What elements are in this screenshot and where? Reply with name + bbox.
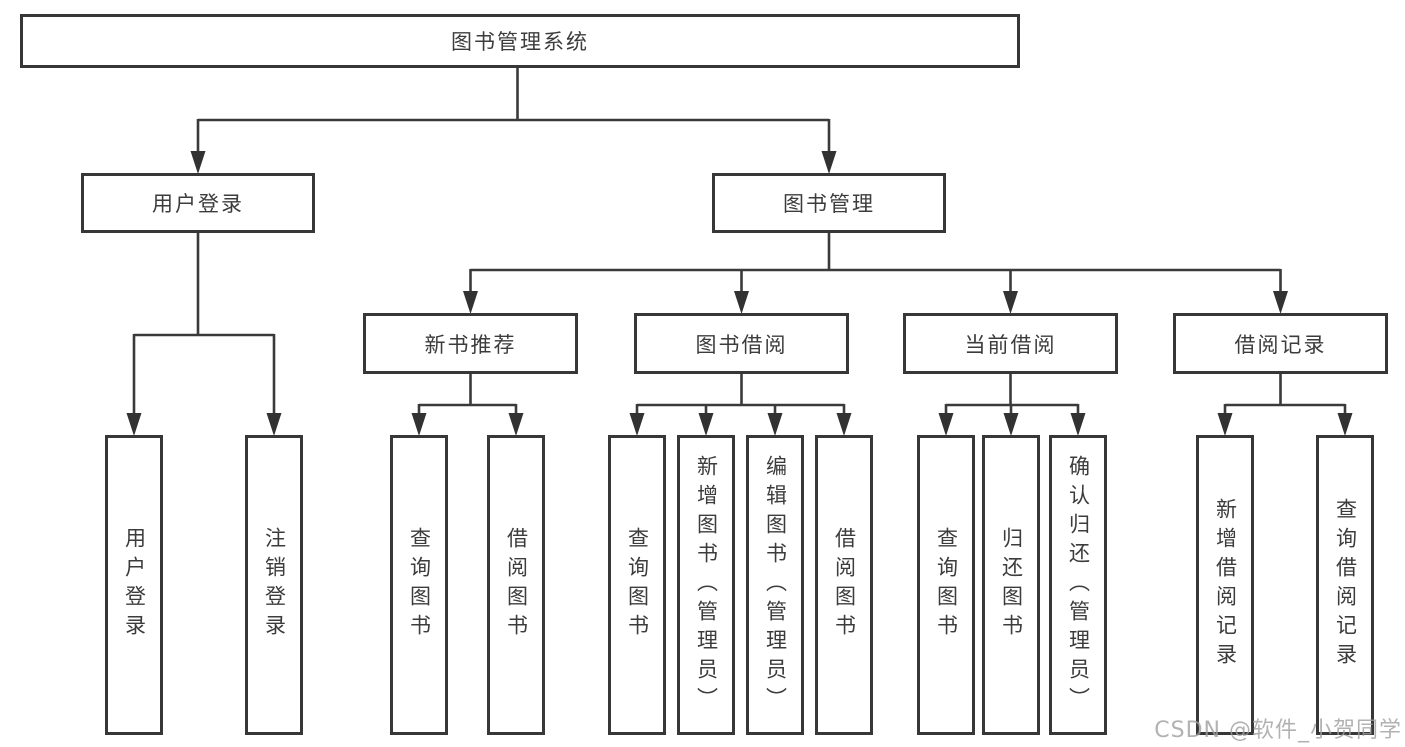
leaf-confirm-return-admin: 确认归还（管理员） bbox=[1049, 435, 1107, 735]
csdn-watermark: CSDN @软件_小贺同学 bbox=[1154, 718, 1402, 743]
leaf-edit-books-admin: 编辑图书（管理员） bbox=[746, 435, 804, 735]
node-library-management-system: 图书管理系统 bbox=[20, 14, 1020, 68]
leaf-query-borrow-record: 查询借阅记录 bbox=[1316, 435, 1374, 735]
leaf-query-books-borrow: 查询图书 bbox=[608, 435, 666, 735]
node-borrow-records: 借阅记录 bbox=[1173, 313, 1388, 374]
node-current-borrow: 当前借阅 bbox=[903, 313, 1118, 374]
leaf-add-books-admin: 新增图书（管理员） bbox=[677, 435, 735, 735]
leaf-query-books-recommend: 查询图书 bbox=[390, 435, 448, 735]
leaf-add-borrow-record: 新增借阅记录 bbox=[1196, 435, 1254, 735]
leaf-user-login: 用户登录 bbox=[105, 435, 163, 735]
leaf-logout: 注销登录 bbox=[245, 435, 303, 735]
node-book-borrow: 图书借阅 bbox=[634, 313, 849, 374]
node-new-book-recommend: 新书推荐 bbox=[363, 313, 578, 374]
node-book-management: 图书管理 bbox=[712, 173, 946, 233]
leaf-borrow-books: 借阅图书 bbox=[815, 435, 873, 735]
leaf-query-books-current: 查询图书 bbox=[917, 435, 975, 735]
node-user-login: 用户登录 bbox=[81, 173, 315, 233]
leaf-return-books: 归还图书 bbox=[982, 435, 1040, 735]
leaf-borrow-books-recommend: 借阅图书 bbox=[487, 435, 545, 735]
